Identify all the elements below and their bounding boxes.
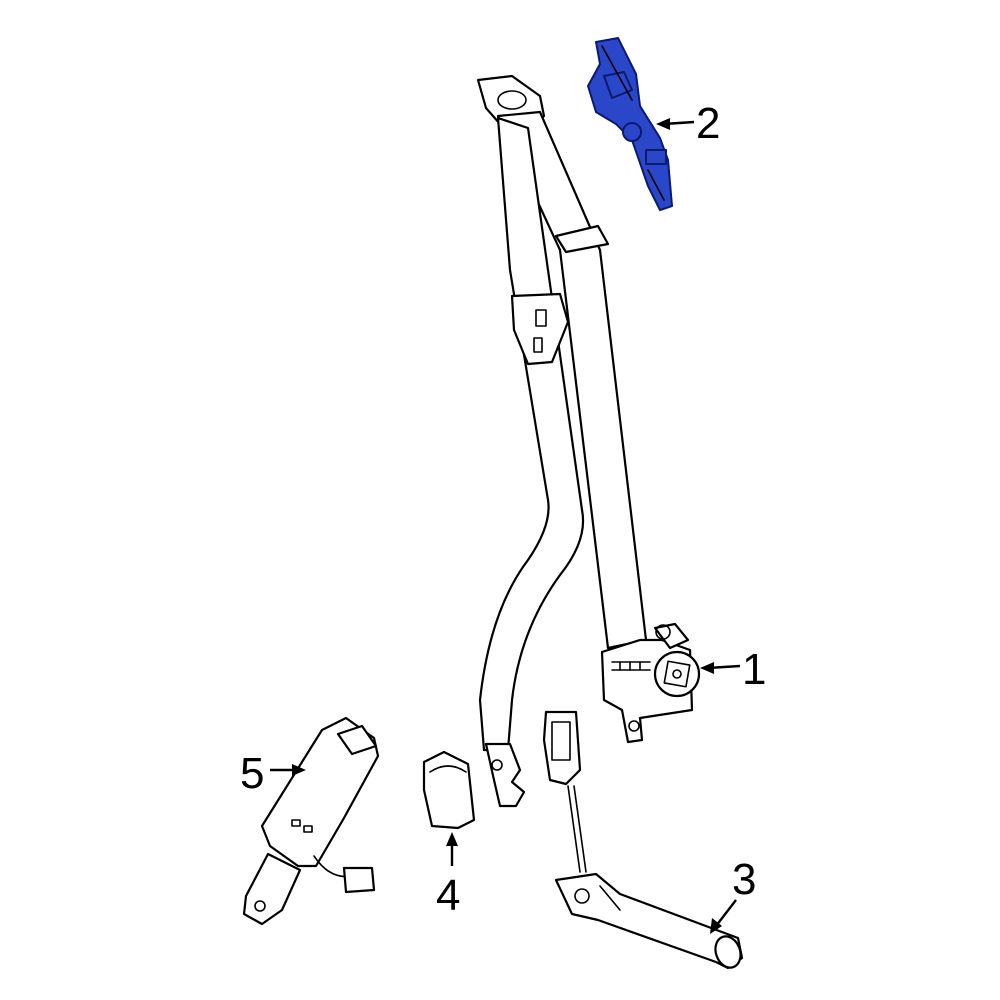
callout-label-1: 1 (742, 645, 766, 694)
callout-label-4: 4 (436, 871, 460, 920)
callout-label-3: 3 (732, 855, 756, 904)
callout-label-5: 5 (240, 749, 264, 798)
callout-label-2: 2 (696, 99, 720, 148)
buckle-cover (422, 750, 476, 830)
buckle-pretensioner (542, 710, 744, 970)
belt-webbing (476, 74, 648, 808)
seat-belt-buckle (242, 716, 380, 926)
retractor-assembly (600, 622, 701, 744)
height-adjuster-highlighted (587, 37, 673, 211)
callout-arrows (270, 118, 741, 934)
